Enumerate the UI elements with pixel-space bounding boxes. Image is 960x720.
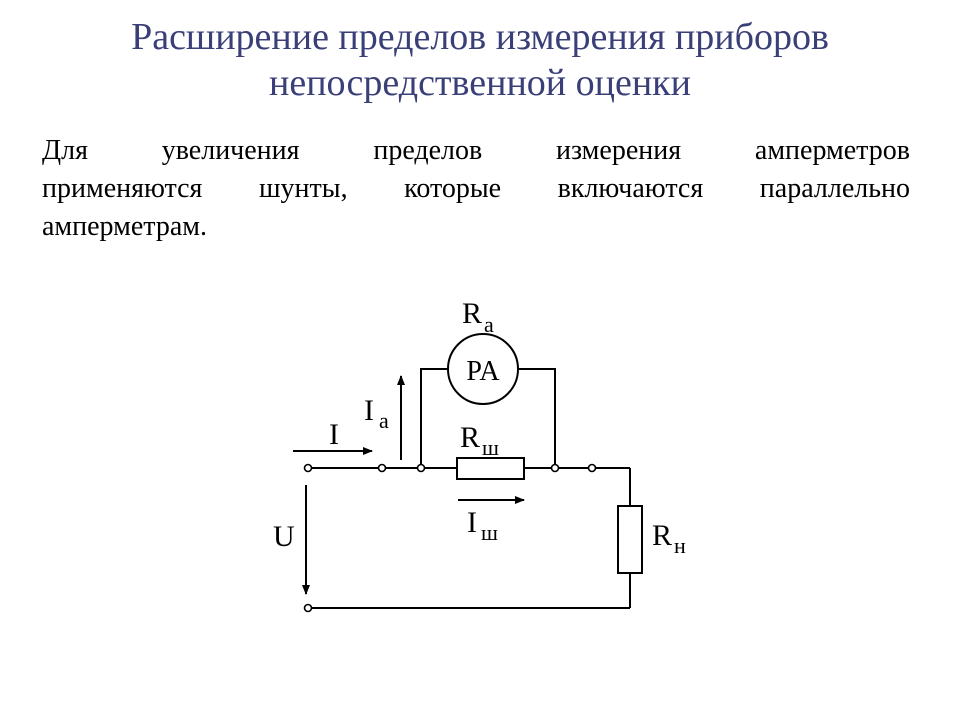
paragraph-line-3: амперметрам. bbox=[42, 208, 910, 246]
label-rn: R bbox=[652, 519, 672, 552]
word: амперметрам. bbox=[42, 211, 208, 242]
label-rsh-sub: ш bbox=[482, 435, 499, 460]
label-ish: I bbox=[467, 506, 477, 539]
paragraph-line-2: применяются шунты, которые включаются па… bbox=[42, 170, 910, 208]
word: шунты, bbox=[258, 173, 348, 204]
word: применяются bbox=[42, 173, 203, 204]
ammeter-pa bbox=[447, 333, 519, 405]
load-resistor bbox=[617, 505, 643, 574]
wire-ammeter-right bbox=[518, 368, 556, 468]
title-line-1: Расширение пределов измерения приборов bbox=[131, 16, 829, 58]
shunt-resistor bbox=[456, 457, 525, 480]
slide-title: Расширение пределов измерения приборов н… bbox=[0, 14, 960, 106]
paragraph-line-1: Для увеличения пределов измерения амперм… bbox=[42, 132, 910, 170]
word: пределов bbox=[373, 135, 483, 166]
junction-right bbox=[550, 463, 560, 473]
label-ish-sub: ш bbox=[481, 520, 498, 545]
label-ia: I bbox=[364, 394, 374, 427]
label-u: U bbox=[273, 520, 295, 553]
junction-left bbox=[416, 463, 426, 473]
title-line-2: непосредственной оценки bbox=[269, 62, 691, 104]
word: которые bbox=[404, 173, 502, 204]
label-ra: R bbox=[462, 297, 482, 330]
terminal-ammeter-out bbox=[587, 463, 597, 473]
terminal-ammeter-in bbox=[377, 463, 387, 473]
label-ia-sub: a bbox=[379, 408, 389, 433]
label-rn-sub: н bbox=[674, 533, 686, 558]
word: амперметров bbox=[754, 135, 910, 166]
label-rsh: R bbox=[460, 421, 480, 454]
word: Для bbox=[42, 135, 88, 166]
label-i: I bbox=[329, 418, 339, 451]
paragraph: Для увеличения пределов измерения амперм… bbox=[42, 132, 910, 246]
word: измерения bbox=[556, 135, 682, 166]
label-ra-sub: a bbox=[484, 312, 494, 337]
label-pa: PA bbox=[466, 356, 500, 387]
word: увеличения bbox=[161, 135, 300, 166]
word: включаются bbox=[557, 173, 704, 204]
wire-ammeter-left bbox=[420, 368, 449, 468]
word: параллельно bbox=[759, 173, 910, 204]
terminal-top bbox=[303, 463, 313, 473]
terminal-bottom bbox=[303, 603, 313, 613]
